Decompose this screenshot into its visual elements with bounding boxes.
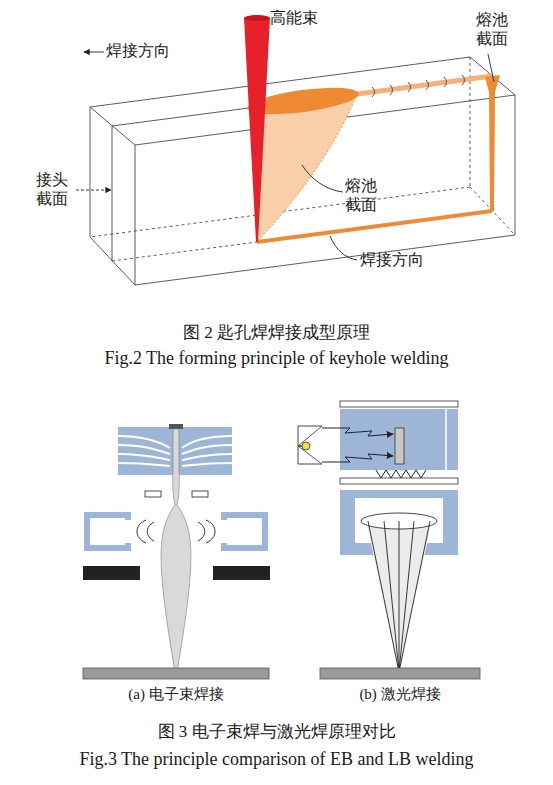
laser-rod <box>395 428 404 464</box>
field-line <box>182 445 232 454</box>
beam-top <box>244 15 270 21</box>
laser-head <box>298 401 480 679</box>
weld-root <box>257 209 492 244</box>
focus-coil <box>87 515 128 548</box>
section-label: 熔池 截面 <box>476 10 516 48</box>
leader-line <box>488 54 494 82</box>
laser-cavity <box>340 409 458 470</box>
block-edge <box>135 145 136 285</box>
figure-caption: 图 3 电子束焊与激光焊原理对比 <box>0 722 553 742</box>
pump-light <box>322 454 393 462</box>
field-line <box>182 454 232 460</box>
field-line <box>118 445 170 454</box>
leader-line <box>76 190 111 191</box>
lens-arc <box>206 520 215 543</box>
energy-beam <box>244 18 270 242</box>
section-label: 接头 截面 <box>36 170 76 208</box>
pump-source <box>302 442 310 450</box>
laser-ray <box>399 521 414 672</box>
field-line <box>182 463 232 466</box>
ripple <box>390 85 393 95</box>
direction-label: 焊接方向 <box>106 41 170 60</box>
section-label: 熔池 截面 <box>345 176 385 214</box>
electron-beam <box>161 429 191 672</box>
ripple <box>462 75 465 85</box>
laser-cone <box>366 521 432 672</box>
laser-rays <box>368 521 430 672</box>
cathode-cap <box>169 424 183 429</box>
field-line <box>118 463 170 466</box>
lens-arc <box>137 520 146 543</box>
direction-arrow <box>84 52 104 53</box>
pump-lamp <box>298 426 322 464</box>
direction-label: 焊接方向 <box>360 250 424 269</box>
focus-coil <box>224 515 265 548</box>
melt-pool-section <box>257 94 357 242</box>
pump-lamp <box>298 426 322 446</box>
lens-arc <box>198 522 205 541</box>
field-line <box>118 454 170 460</box>
ripple <box>372 87 375 97</box>
laser-ray <box>399 521 430 672</box>
end-section <box>485 75 500 211</box>
weld-seam <box>350 76 492 95</box>
subfigure-label: (b) 激光焊接 <box>320 685 480 703</box>
figure-caption: 图 2 匙孔焊焊接成型原理 <box>0 323 553 343</box>
joint-line <box>112 126 113 261</box>
block-edge <box>135 235 515 285</box>
laser-ray <box>384 521 399 672</box>
workpiece <box>83 668 269 679</box>
electron-gun <box>83 424 270 679</box>
laser-ray <box>368 521 399 672</box>
block-edge <box>90 107 91 237</box>
output-mirror <box>340 478 458 484</box>
laser-ray <box>399 521 400 672</box>
workpiece <box>320 668 480 679</box>
leader-line <box>302 165 343 192</box>
joint-line <box>112 242 257 261</box>
ripple-marks <box>372 75 465 97</box>
output-marks <box>376 470 426 478</box>
leader-line <box>330 236 357 260</box>
deflector <box>83 566 140 580</box>
ripple <box>426 80 429 90</box>
anode <box>192 491 208 497</box>
lens-arcs <box>137 520 215 543</box>
mirror-bar <box>340 401 458 407</box>
ripple <box>408 82 411 92</box>
deflector <box>213 566 270 580</box>
pump-light <box>322 428 393 436</box>
subfigure-label: (a) 电子束焊接 <box>96 685 256 703</box>
lens-arc <box>147 522 154 541</box>
ripple <box>444 77 447 87</box>
cavity-line <box>445 409 447 470</box>
figure-caption: Fig.2 The forming principle of keyhole w… <box>0 348 553 370</box>
block-edge <box>515 95 516 235</box>
anode <box>145 491 161 497</box>
leader-lines <box>76 52 494 260</box>
workpiece-block <box>90 57 515 285</box>
pump-lamp <box>298 446 322 464</box>
beam-label: 高能束 <box>270 8 318 27</box>
figure-caption: Fig.3 The principle comparison of EB and… <box>0 749 553 771</box>
